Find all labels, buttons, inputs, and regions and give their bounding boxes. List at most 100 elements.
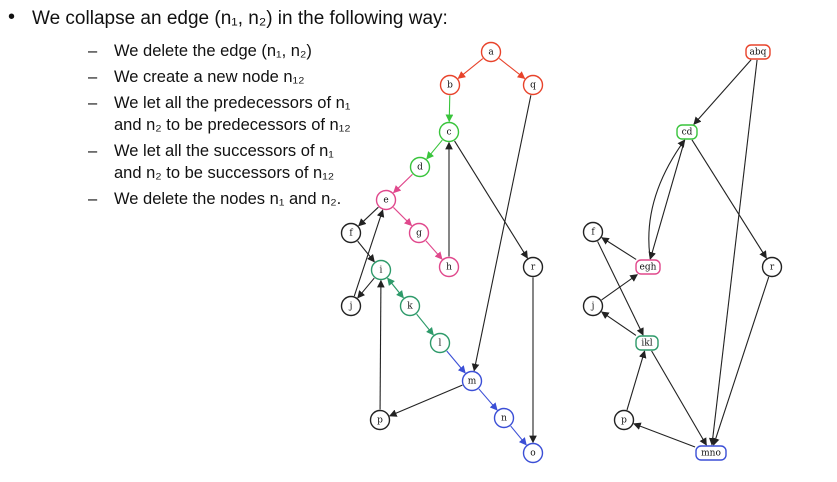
sub-bullet-text: and n₂ to be predecessors of n₁₂ (114, 116, 351, 134)
left-edge-n-o (510, 425, 527, 446)
dash: – (88, 190, 98, 208)
main-bullet-text: We collapse an edge (n₁, n₂) in the foll… (32, 8, 448, 29)
left-node-m: m (461, 370, 483, 392)
node-label: e (383, 196, 388, 206)
left-node-l: l (429, 332, 451, 354)
left-node-q: q (522, 74, 544, 96)
right-edge-mno-p2 (633, 422, 696, 448)
right-node-ikl: ikl (635, 335, 659, 351)
right-node-mno: mno (695, 445, 727, 461)
left-node-h: h (438, 256, 460, 278)
left-edge-m-p (388, 384, 463, 417)
node-label: ikl (641, 339, 652, 349)
left-node-n: n (493, 407, 515, 429)
left-edge-e-f (358, 206, 379, 227)
left-edge-q-m (471, 95, 532, 372)
node-label: i (380, 266, 383, 276)
node-shape (761, 256, 783, 278)
node-label: m (468, 377, 477, 387)
node-shape (439, 74, 461, 96)
left-edge-a-q (498, 58, 526, 79)
right-edge-f2-ikl (597, 241, 644, 336)
sub-bullet-text: We let all the predecessors of n₁ (114, 94, 351, 112)
node-label: n (501, 414, 507, 424)
node-shape (676, 124, 698, 140)
node-shape (408, 222, 430, 244)
node-shape (461, 370, 483, 392)
node-label: r (531, 263, 536, 273)
node-label: j (591, 302, 595, 312)
left-node-f: f (340, 222, 362, 244)
node-shape (635, 335, 659, 351)
right-edge-abq-mno (708, 59, 758, 446)
right-node-r2: r (761, 256, 783, 278)
node-shape (438, 121, 460, 143)
dash: – (88, 68, 98, 86)
node-shape (409, 156, 431, 178)
node-label: f (349, 229, 353, 239)
sub-bullet-text: We delete the nodes n₁ and n₂. (114, 190, 342, 208)
left-graph-nodes: a b q c d e f g h r i j k l m n o p (340, 41, 544, 464)
node-label: h (446, 263, 452, 273)
node-shape (429, 332, 451, 354)
left-edge-c-d (426, 139, 443, 160)
left-edge-d-e (392, 173, 413, 194)
sub-bullet-text: We delete the edge (n₁, n₂) (114, 42, 312, 60)
node-label: f (591, 228, 595, 238)
right-edge-ikl-j2 (601, 311, 637, 336)
node-shape (635, 259, 661, 275)
sub-bullet-text: We create a new node n₁₂ (114, 68, 305, 86)
left-node-p: p (369, 409, 391, 431)
node-shape (370, 259, 392, 281)
left-node-a: a (480, 41, 502, 63)
node-label: mno (701, 449, 721, 459)
left-edge-g-h (425, 240, 443, 260)
node-shape (522, 74, 544, 96)
right-edge-p2-ikl (626, 350, 647, 411)
right-edge-cd-egh (648, 139, 686, 260)
right-node-abq: abq (745, 44, 771, 60)
right-node-j2: j (582, 295, 604, 317)
node-shape (340, 222, 362, 244)
node-label: abq (750, 48, 767, 58)
right-edge-egh-cd (648, 139, 686, 260)
right-graph-edges (597, 59, 770, 448)
node-shape (582, 221, 604, 243)
left-edge-i-j (357, 277, 375, 299)
node-shape (582, 295, 604, 317)
node-shape (399, 295, 421, 317)
left-edge-l-m (446, 350, 466, 374)
right-node-f2: f (582, 221, 604, 243)
node-shape (522, 442, 544, 464)
right-edge-egh-f2 (601, 237, 637, 260)
node-shape (438, 256, 460, 278)
node-shape (375, 189, 397, 211)
left-node-c: c (438, 121, 460, 143)
node-label: b (447, 81, 453, 91)
right-edge-cd-r2 (691, 139, 767, 259)
node-shape (480, 41, 502, 63)
left-node-b: b (439, 74, 461, 96)
bullet-dot: • (8, 6, 16, 28)
node-label: k (407, 302, 413, 312)
left-node-o: o (522, 442, 544, 464)
left-node-k: k (399, 295, 421, 317)
node-label: p (377, 416, 383, 426)
left-edge-j-e (353, 209, 385, 297)
right-edge-abq-cd (693, 59, 752, 125)
node-label: j (349, 302, 353, 312)
right-node-p2: p (613, 409, 635, 431)
node-shape (695, 445, 727, 461)
node-label: g (416, 229, 422, 239)
node-label: p (621, 416, 627, 426)
left-edge-b-c (445, 95, 454, 123)
left-node-d: d (409, 156, 431, 178)
right-edge-ikl-mno (651, 350, 707, 446)
sub-bullet-text: We let all the successors of n₁ (114, 142, 334, 160)
node-label: c (446, 128, 451, 138)
node-label: cd (682, 128, 693, 138)
left-node-e: e (375, 189, 397, 211)
left-edge-k-l (416, 313, 434, 336)
